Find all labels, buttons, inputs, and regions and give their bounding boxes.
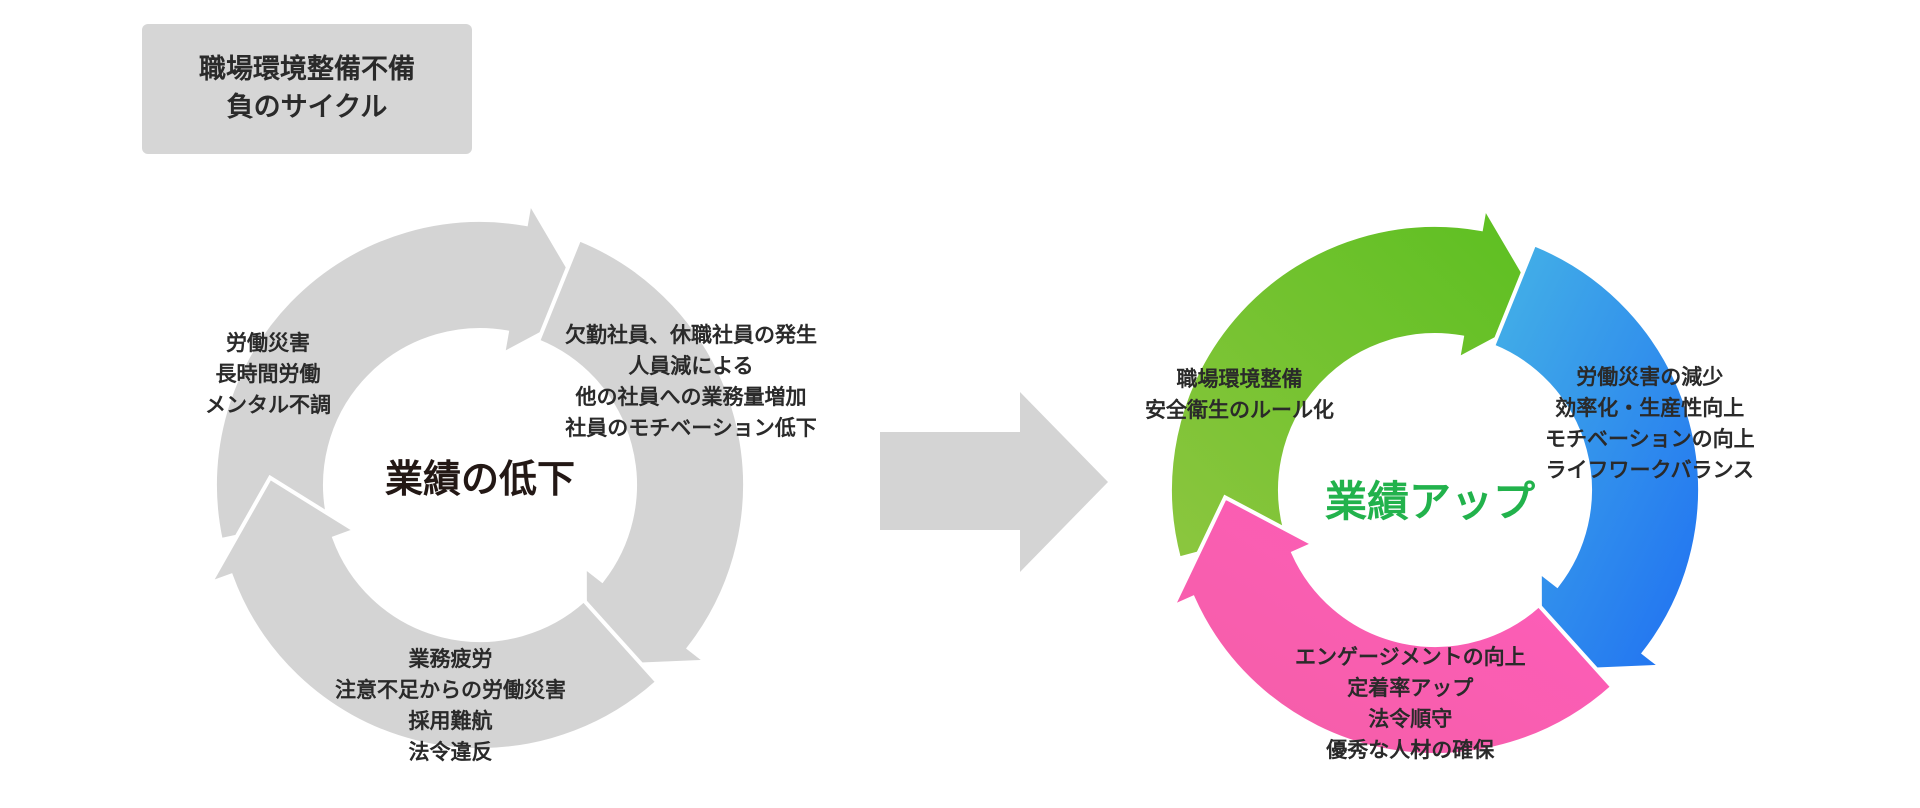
right-seg2-line1: 労働災害の減少 — [1576, 365, 1724, 389]
right-seg3-line4: 優秀な人材の確保 — [1326, 738, 1495, 762]
title-line-2: 負のサイクル — [226, 92, 388, 123]
right-arrow-segment-blue — [1490, 241, 1702, 674]
left-seg3-line2: 注意不足からの労働災害 — [335, 678, 566, 702]
left-segment-2-text: 欠勤社員、休職社員の発生 人員減による 他の社員への業務量増加 社員のモチベーシ… — [565, 320, 817, 444]
right-seg3-line2: 定着率アップ — [1347, 676, 1474, 700]
right-cycle-arrows — [1168, 201, 1702, 757]
right-cycle-center-label: 業績アップ — [1324, 477, 1535, 526]
left-segment-3-text: 業務疲労 注意不足からの労働災害 採用難航 法令違反 — [335, 644, 566, 768]
left-arrow-segment-3 — [205, 474, 661, 752]
left-seg1-line3: メンタル不調 — [205, 393, 331, 417]
left-arrow-segment-2 — [535, 236, 747, 669]
right-seg1-line2: 安全衛生のルール化 — [1145, 398, 1334, 422]
title-line-1: 職場環境整備不備 — [199, 54, 415, 85]
right-seg2-line2: 効率化・生産性向上 — [1555, 396, 1745, 420]
right-seg2-line4: ライフワークバランス — [1545, 458, 1755, 482]
left-cycle-arrows — [205, 196, 747, 752]
right-segment-2-text: 労働災害の減少 効率化・生産性向上 モチベーションの向上 ライフワークバランス — [1545, 362, 1755, 486]
right-seg3-line1: エンゲージメントの向上 — [1295, 645, 1526, 669]
left-seg2-line3: 他の社員への業務量増加 — [575, 385, 807, 409]
left-arrow-segment-1 — [213, 196, 595, 543]
left-seg2-line4: 社員のモチベーション低下 — [565, 416, 817, 440]
left-cycle-center-label: 業績の低下 — [384, 457, 575, 501]
right-seg2-line3: モチベーションの向上 — [1545, 427, 1755, 451]
left-seg1-line2: 長時間労働 — [215, 362, 321, 386]
right-seg3-line3: 法令順守 — [1368, 707, 1453, 731]
right-segment-1-text: 職場環境整備 安全衛生のルール化 — [1145, 364, 1334, 426]
left-seg3-line4: 法令違反 — [408, 740, 493, 764]
left-seg3-line3: 採用難航 — [408, 709, 493, 733]
left-segment-1-text: 労働災害 長時間労働 メンタル不調 — [205, 328, 331, 421]
right-seg1-line1: 職場環境整備 — [1176, 367, 1303, 391]
title-box: 職場環境整備不備 負のサイクル — [142, 24, 472, 154]
left-seg2-line2: 人員減による — [628, 354, 754, 378]
left-seg2-line1: 欠勤社員、休職社員の発生 — [565, 323, 817, 347]
left-seg3-line1: 業務疲労 — [408, 647, 493, 671]
right-arrow-segment-pink — [1168, 494, 1616, 757]
right-segment-3-text: エンゲージメントの向上 定着率アップ 法令順守 優秀な人材の確保 — [1295, 642, 1526, 766]
middle-arrow — [880, 392, 1108, 572]
right-arrow-segment-green — [1168, 201, 1550, 562]
left-seg1-line1: 労働災害 — [226, 331, 310, 355]
